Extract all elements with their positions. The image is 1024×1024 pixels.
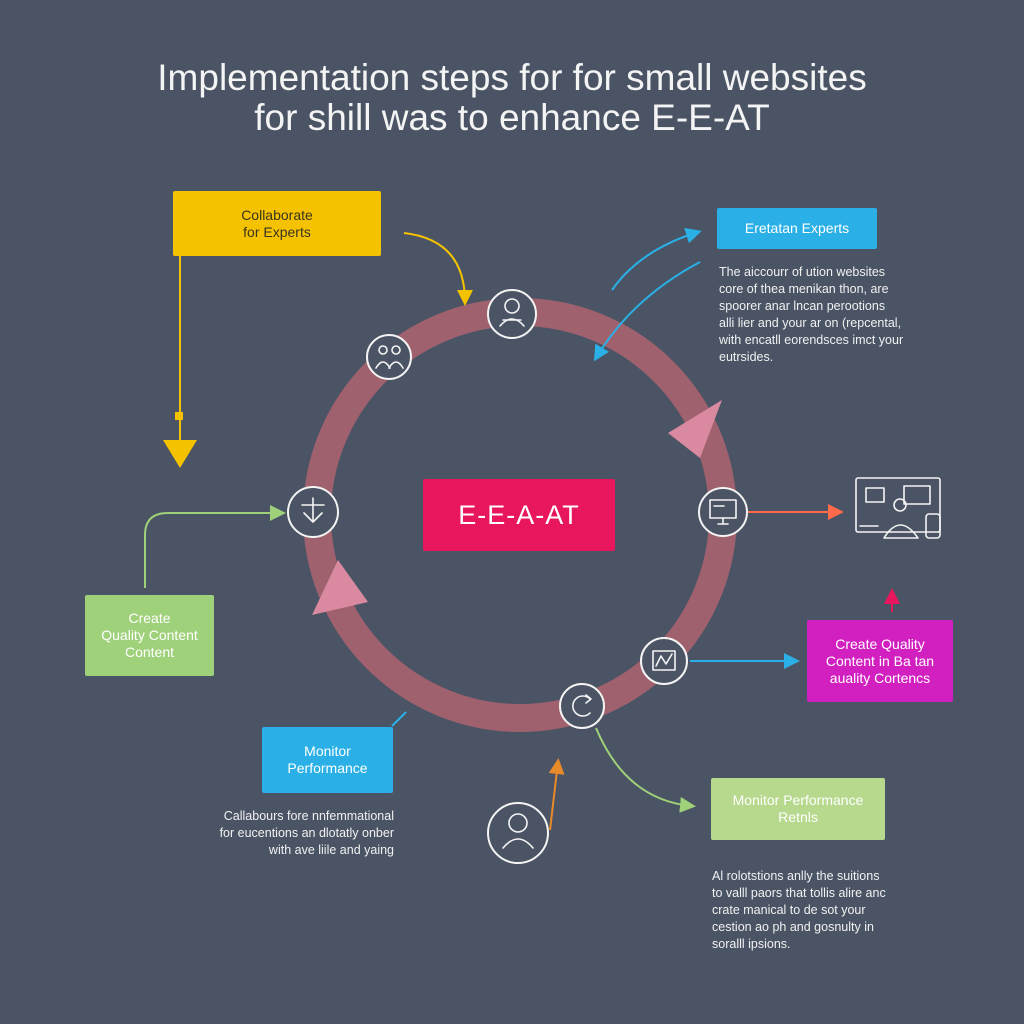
monitor-performance-right-box: Monitor Performance Retnls — [711, 778, 885, 840]
monitor-performance-left-box: Monitor Performance — [262, 727, 393, 793]
page-subtitle: for shill was to enhance E-E-AT — [254, 97, 770, 138]
connector-monitor-left — [391, 711, 407, 727]
ring-arrow-right — [668, 400, 722, 458]
connector-collaborate-dot — [175, 412, 183, 420]
connector-create-left — [144, 505, 286, 588]
top-right-paragraph: The aiccourr of ution websites core of t… — [719, 265, 904, 364]
create-quality-content-right-box: Create Quality Content in Ba tan auality… — [807, 620, 953, 702]
connector-to-top-node — [403, 232, 473, 306]
user-icon — [487, 802, 549, 864]
collaborate-icon — [366, 334, 412, 380]
ring-arrow-left — [312, 560, 368, 615]
eretatan-experts-box: Eretatan Experts — [717, 208, 877, 249]
bottom-left-paragraph: Callabours fore nnfemmational for eucent… — [219, 809, 394, 857]
page-title: Implementation steps for for small websi… — [157, 57, 867, 98]
connector-experts-out — [593, 261, 701, 362]
download-icon — [287, 486, 339, 538]
chart-icon — [640, 637, 688, 685]
connector-experts-in — [611, 227, 702, 291]
connector-user — [548, 758, 565, 831]
workspace-icon — [855, 477, 941, 539]
center-eeat-label: E-E-A-AT — [423, 479, 615, 551]
collaborate-box: Collaborate for Experts — [173, 191, 381, 256]
create-quality-content-left-box: Create Quality Content Content — [85, 595, 214, 676]
desktop-icon — [698, 487, 748, 537]
connector-collaborate-arrowhead — [163, 440, 197, 468]
connector-monitor-right — [595, 727, 696, 813]
bottom-right-paragraph: Al rolotstions anlly the suitions to val… — [712, 869, 886, 951]
refresh-icon — [559, 683, 605, 729]
person-icon — [487, 289, 537, 339]
